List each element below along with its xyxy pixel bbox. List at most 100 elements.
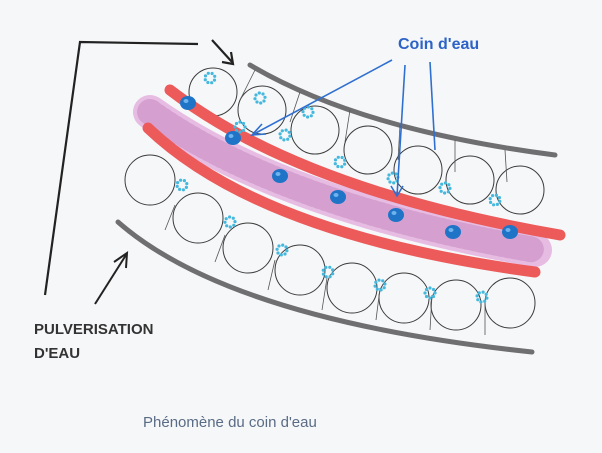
water-speckle (428, 286, 431, 289)
water-speckle (443, 191, 446, 194)
water-speckle (279, 136, 282, 139)
water-speckle (213, 79, 216, 82)
water-speckle (233, 125, 236, 128)
water-speckle (337, 156, 340, 159)
water-speckle (211, 72, 214, 75)
water-speckle (329, 275, 332, 278)
water-speckle (447, 183, 450, 186)
water-speckle (476, 294, 479, 297)
cell-circle (125, 155, 175, 205)
water-speckle (238, 120, 241, 123)
water-speckle (495, 194, 498, 197)
water-speckle (261, 92, 264, 95)
water-speckle (374, 281, 377, 284)
water-droplet-highlight (392, 211, 397, 215)
water-speckle (284, 245, 287, 248)
water-speckle (310, 114, 313, 117)
water-speckle (331, 268, 334, 271)
water-speckle (242, 129, 245, 132)
water-speckle (331, 272, 334, 275)
water-speckle (276, 251, 279, 254)
cell-circle (327, 263, 377, 313)
water-speckle (282, 138, 285, 141)
water-speckle (324, 266, 327, 269)
water-speckle (253, 97, 256, 100)
water-speckle (178, 188, 181, 191)
diagram-caption: Phénomène du coin d'eau (143, 414, 317, 431)
water-speckle (476, 298, 479, 301)
water-speckle (391, 172, 394, 175)
water-speckle (322, 269, 325, 272)
water-speckle (254, 93, 257, 96)
water-speckle (447, 190, 450, 193)
water-speckle (182, 188, 185, 191)
water-speckle (176, 181, 179, 184)
water-speckle (225, 224, 228, 227)
cell-circle (485, 278, 535, 328)
water-speckle (479, 300, 482, 303)
water-speckle (387, 177, 390, 180)
water-speckle (232, 224, 235, 227)
water-speckle (310, 107, 313, 110)
cell-connector (505, 150, 507, 182)
water-speckle (213, 75, 216, 78)
water-droplet (388, 208, 404, 222)
water-speckle (432, 288, 435, 291)
water-speckle (281, 244, 284, 247)
water-speckle (341, 156, 344, 159)
water-speckle (229, 225, 232, 228)
water-speckle (383, 282, 386, 285)
water-speckle (185, 182, 188, 185)
water-speckle (286, 138, 289, 141)
water-speckle (322, 273, 325, 276)
water-speckle (279, 132, 282, 135)
spray-arrow-head (114, 253, 127, 268)
water-speckle (179, 179, 182, 182)
water-droplet (225, 131, 241, 145)
water-speckle (223, 221, 226, 224)
water-speckle (176, 185, 179, 188)
water-speckle (243, 125, 246, 128)
water-speckle (438, 186, 441, 189)
water-speckle (206, 81, 209, 84)
spray-label-line1: PULVERISATION (34, 318, 153, 342)
water-speckle (334, 158, 337, 161)
cell-circle (275, 245, 325, 295)
water-speckle (388, 180, 391, 183)
cell-connector (240, 70, 255, 100)
water-speckle (242, 122, 245, 125)
water-speckle (255, 100, 258, 103)
water-speckle (259, 101, 262, 104)
water-speckle (228, 215, 231, 218)
water-speckle (235, 122, 238, 125)
water-speckle (392, 181, 395, 184)
water-speckle (440, 190, 443, 193)
cell-circle (496, 166, 544, 214)
water-droplet-highlight (449, 228, 454, 232)
water-speckle (288, 135, 291, 138)
water-speckle (225, 217, 228, 220)
water-speckle (381, 279, 384, 282)
cell-circle (446, 156, 494, 204)
water-droplet-highlight (334, 193, 339, 197)
water-speckle (263, 96, 266, 99)
water-speckle (440, 183, 443, 186)
water-droplet (272, 169, 288, 183)
water-speckle (204, 78, 207, 81)
water-speckle (185, 186, 188, 189)
water-speckle (387, 173, 390, 176)
water-droplet-highlight (506, 228, 511, 232)
cell-circle (431, 280, 481, 330)
water-speckle (444, 181, 447, 184)
water-speckle (328, 266, 331, 269)
water-speckle (343, 159, 346, 162)
water-speckle (374, 285, 377, 288)
water-speckle (258, 91, 261, 94)
cell-circle (173, 193, 223, 243)
water-speckle (478, 291, 481, 294)
water-speckle (183, 179, 186, 182)
water-speckle (343, 163, 346, 166)
water-droplet (445, 225, 461, 239)
water-speckle (325, 275, 328, 278)
